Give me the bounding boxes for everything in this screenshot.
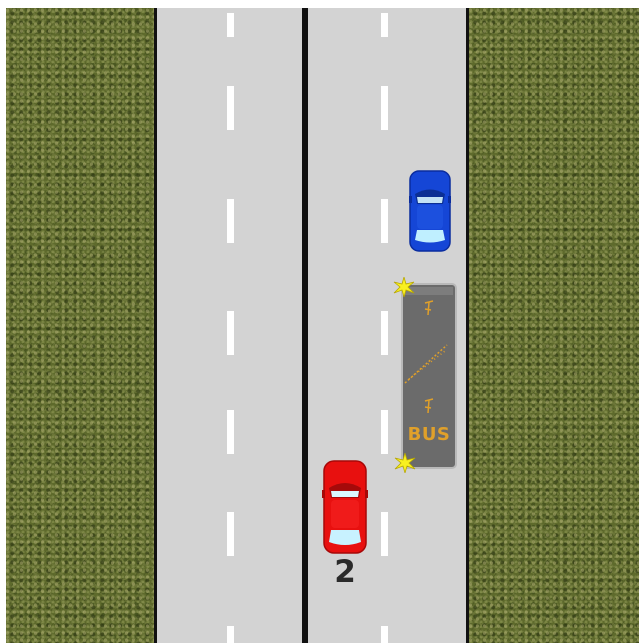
red-car (321, 460, 369, 554)
hazard-spark-icon (394, 453, 416, 473)
lane-dash (227, 626, 234, 643)
grass-left (6, 8, 155, 643)
road-center-line (302, 8, 308, 643)
blue-car (408, 170, 452, 252)
lane-dash (227, 410, 234, 454)
lane-dash (381, 13, 388, 37)
lane-dash (227, 199, 234, 243)
car-number-label: 2 (322, 554, 368, 590)
lane-dash (227, 311, 234, 355)
road-edge-right (466, 8, 469, 643)
lane-dash (381, 199, 388, 243)
road-edge-left (154, 8, 157, 643)
lane-dash (381, 311, 388, 355)
lane-dash (227, 86, 234, 130)
lane-dash (227, 512, 234, 556)
bus-label: BUS (401, 424, 457, 445)
grass-right (469, 8, 639, 643)
lane-dash (381, 626, 388, 643)
lane-dash (381, 410, 388, 454)
lane-dash (381, 86, 388, 130)
lane-dash (227, 13, 234, 37)
lane-dash (381, 512, 388, 556)
hazard-spark-icon (393, 277, 415, 297)
